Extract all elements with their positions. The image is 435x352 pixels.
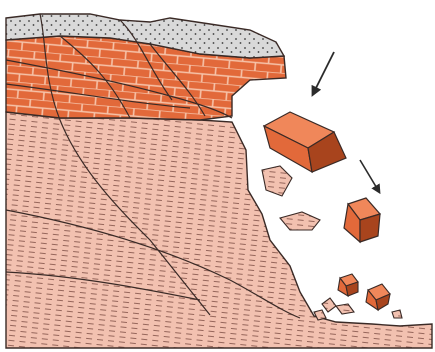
falling-block-medium [344,198,380,242]
debris-fragment [262,166,292,196]
falling-block-small-1 [338,274,358,296]
arrow-lower [360,160,378,190]
debris-fragment [280,212,320,230]
motion-arrows [314,52,378,190]
debris-fragment [336,304,354,314]
debris-fragment [392,310,402,318]
arrow-upper [314,52,334,92]
debris-fragment [322,298,336,312]
falling-block-small-2 [366,284,390,310]
falling-block-large [264,112,346,172]
